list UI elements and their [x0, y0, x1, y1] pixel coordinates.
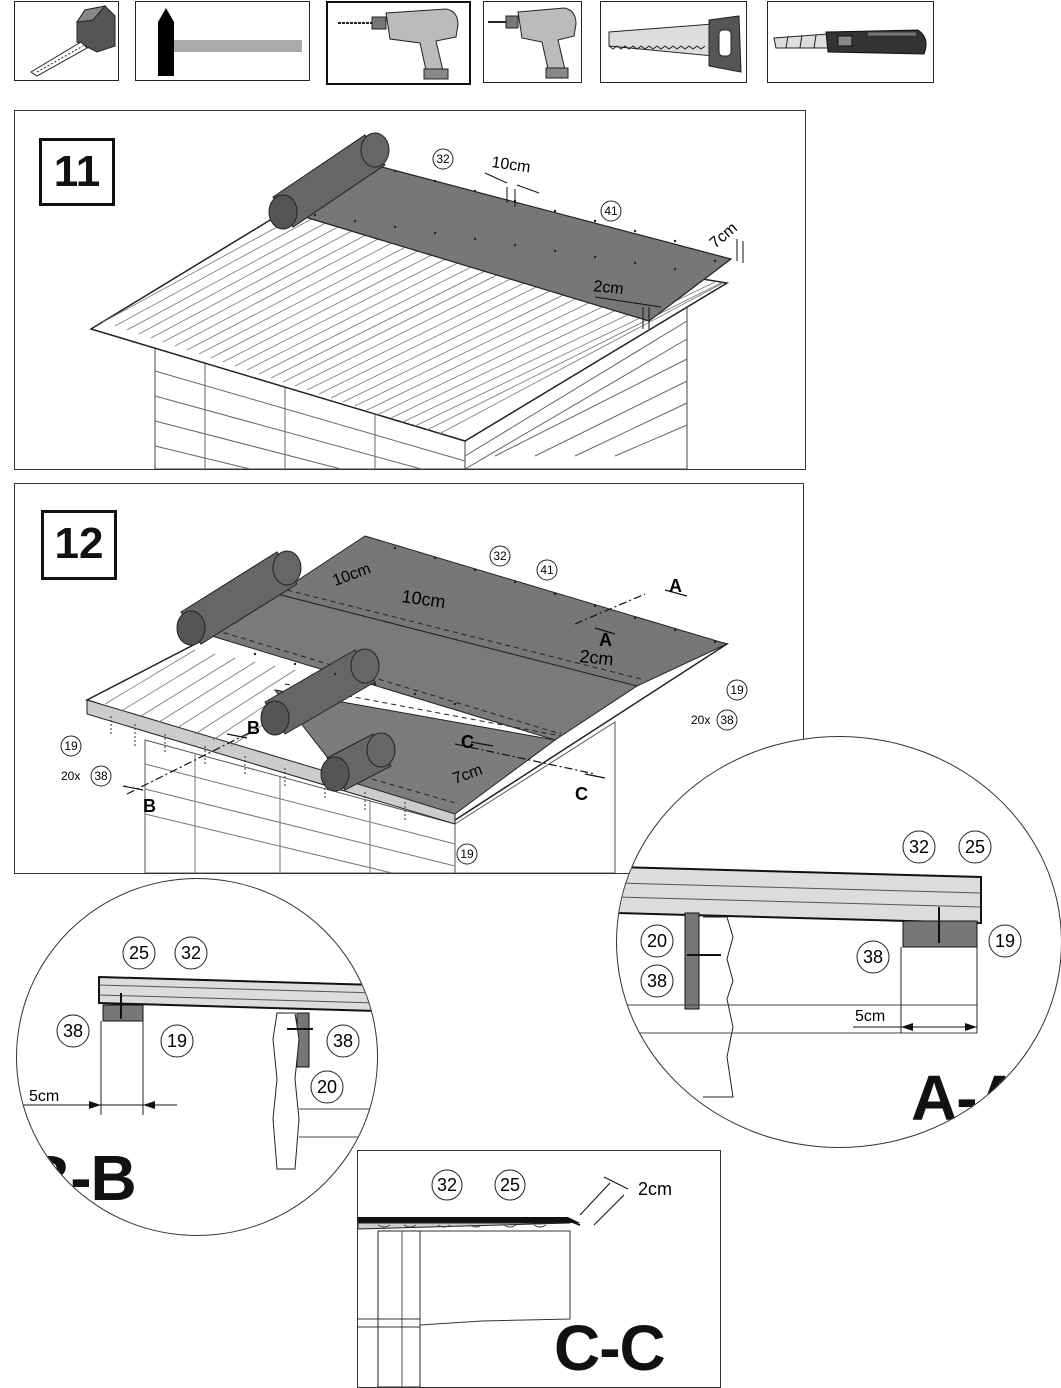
bb-dim-label: 5cm — [29, 1088, 59, 1105]
svg-text:19: 19 — [995, 931, 1015, 951]
svg-text:19: 19 — [64, 739, 78, 753]
aa-part-19-badge: 19 — [988, 924, 1022, 958]
svg-text:32: 32 — [437, 1175, 457, 1195]
aa-part-25-badge: 25 — [958, 830, 992, 864]
dim-eave-label: 2cm — [579, 646, 615, 669]
svg-text:38: 38 — [720, 713, 734, 727]
section-a-marker-left: A — [599, 630, 612, 650]
bb-part-38-badge-right: 38 — [326, 1024, 360, 1058]
screw-qty-left: 20x — [61, 769, 80, 783]
aa-title: A-A — [911, 1062, 1023, 1134]
svg-text:25: 25 — [129, 943, 149, 963]
part-41-badge: 41 — [600, 200, 622, 222]
part-19-badge-left: 19 — [60, 735, 82, 757]
aa-part-32-badge: 32 — [902, 830, 936, 864]
aa-part-20-badge: 20 — [640, 924, 674, 958]
drill-icon — [338, 8, 459, 80]
svg-text:20: 20 — [317, 1077, 337, 1097]
tape-measure-icon — [30, 5, 116, 77]
detail-a-a: 32 25 19 38 20 38 5cm A-A — [616, 736, 1061, 1148]
part-32-badge: 32 — [432, 148, 454, 170]
svg-text:20: 20 — [647, 931, 667, 951]
cc-title: C-C — [554, 1312, 666, 1384]
bb-part-38-badge-left: 38 — [56, 1014, 90, 1048]
part-32-badge: 32 — [489, 545, 511, 567]
svg-text:19: 19 — [460, 847, 474, 861]
svg-text:32: 32 — [436, 152, 450, 166]
saw-icon — [608, 15, 742, 73]
screw-qty-right: 20x — [691, 713, 710, 727]
cc-part-32-badge: 32 — [431, 1169, 463, 1201]
svg-text:32: 32 — [909, 837, 929, 857]
part-41-badge: 41 — [536, 559, 558, 581]
dim-overlap-label: 10cm — [490, 154, 531, 176]
felt-roll — [268, 132, 390, 230]
svg-text:38: 38 — [863, 947, 883, 967]
bb-part-20-badge: 20 — [310, 1070, 344, 1104]
aa-dim-label: 5cm — [855, 1008, 885, 1025]
dim-edge-label: 7cm — [707, 220, 741, 252]
svg-text:38: 38 — [333, 1031, 353, 1051]
svg-text:19: 19 — [167, 1031, 187, 1051]
hammer-icon — [158, 8, 302, 76]
section-a-marker-right: A — [669, 576, 682, 596]
step-12-illustration: A A B B C C 10cm 10cm 2cm 7cm 32 41 19 2… — [60, 535, 748, 873]
detail-c-c: 32 25 2cm C-C — [357, 1150, 721, 1388]
bb-part-19-badge: 19 — [160, 1024, 194, 1058]
part-19-badge-bottom: 19 — [456, 843, 478, 865]
tool-hammer — [135, 1, 310, 81]
aa-part-38-badge-left: 38 — [640, 964, 674, 998]
svg-text:32: 32 — [181, 943, 201, 963]
svg-text:25: 25 — [500, 1175, 520, 1195]
felt-roll-3 — [320, 732, 396, 792]
svg-text:32: 32 — [493, 549, 507, 563]
step-12-number: 12 — [41, 510, 117, 580]
svg-text:25: 25 — [965, 837, 985, 857]
detail-b-b: 25 32 38 19 38 20 5cm B-B — [16, 878, 378, 1236]
svg-text:38: 38 — [94, 769, 108, 783]
utility-knife-icon — [773, 29, 927, 55]
tool-screwdriver-drill — [483, 1, 582, 83]
svg-text:38: 38 — [63, 1021, 83, 1041]
bb-part-32-badge: 32 — [174, 936, 208, 970]
svg-text:19: 19 — [730, 683, 744, 697]
felt-strip-bottom — [273, 689, 557, 815]
bb-part-25-badge: 25 — [122, 936, 156, 970]
section-c-marker-top: C — [461, 732, 474, 752]
tool-utility-knife — [767, 1, 934, 83]
step-11-number: 11 — [39, 138, 115, 206]
screwdriver-drill-icon — [488, 7, 577, 79]
part-38-badge-right: 38 — [716, 709, 738, 731]
cc-part-25-badge: 25 — [494, 1169, 526, 1201]
tool-tape-measure — [14, 1, 119, 81]
bb-title: B-B — [25, 1142, 137, 1214]
step-11-illustration: 10cm 7cm 2cm 32 41 — [89, 132, 744, 469]
section-b-marker-top: B — [247, 718, 260, 738]
svg-text:41: 41 — [540, 563, 554, 577]
svg-text:38: 38 — [647, 971, 667, 991]
aa-part-38-badge: 38 — [856, 940, 890, 974]
part-38-badge-left: 38 — [90, 765, 112, 787]
felt-roll-1 — [176, 550, 302, 646]
part-19-badge-right: 19 — [726, 679, 748, 701]
section-c-marker-bottom: C — [575, 784, 588, 804]
cc-dim-label: 2cm — [638, 1179, 672, 1199]
section-b-marker-bottom: B — [143, 796, 156, 816]
svg-text:41: 41 — [604, 204, 618, 218]
tool-drill — [326, 1, 471, 85]
felt-roll-2 — [260, 648, 380, 736]
step-11-panel: 11 — [14, 110, 806, 470]
tool-saw — [600, 1, 747, 83]
dim-eave-label: 2cm — [593, 278, 625, 298]
